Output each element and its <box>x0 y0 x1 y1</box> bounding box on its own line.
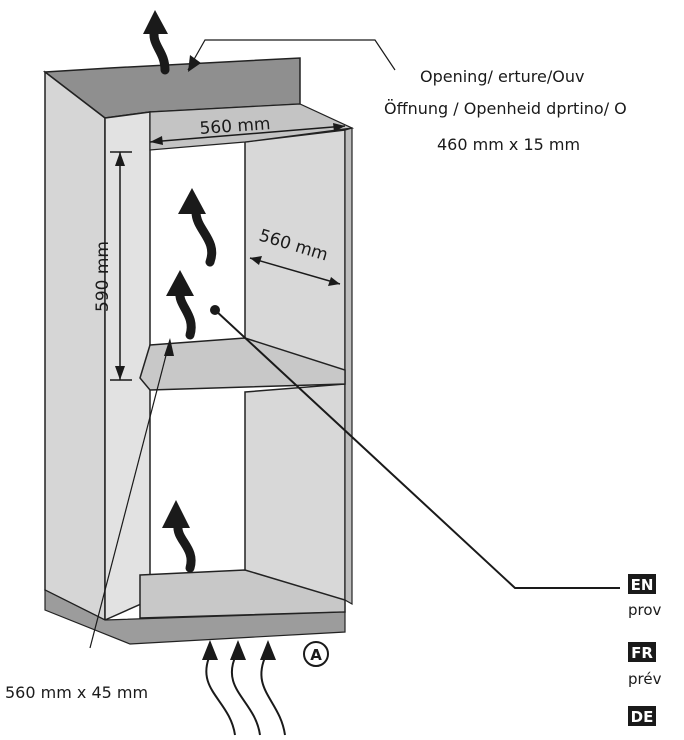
height-dimension: 590 mm <box>93 151 132 381</box>
cabinet-right-edge <box>344 127 353 606</box>
marker-a: A <box>303 641 329 667</box>
top-opening-leader <box>187 39 396 71</box>
airflow-arrow-lower <box>162 500 196 573</box>
height-dimension-label: 590 mm <box>93 241 113 312</box>
language-badge-de: DE <box>628 706 656 726</box>
bottom-opening-leader <box>89 339 171 649</box>
language-code-fr: FR <box>631 644 653 662</box>
language-badge-fr: FR prév <box>628 642 662 688</box>
language-text-fr: prév <box>628 670 662 688</box>
airflow-arrow-inlet-3 <box>260 640 286 736</box>
language-badge-en: EN prov <box>628 574 662 619</box>
bottom-opening-size: 560 mm x 45 mm <box>5 683 148 702</box>
language-text-en: prov <box>628 601 662 619</box>
cabinet-left-side <box>44 70 106 622</box>
width-dimension-label: 560 mm <box>199 114 271 139</box>
airflow-arrow-top <box>143 10 170 75</box>
airflow-arrow-upper-1 <box>178 188 217 267</box>
top-opening-size: 460 mm x 15 mm <box>437 135 580 154</box>
cabinet-bottom-shelf <box>139 569 346 619</box>
language-code-en: EN <box>631 576 654 594</box>
language-leader <box>210 305 620 589</box>
airflow-arrow-upper-2 <box>166 270 196 340</box>
marker-a-label: A <box>310 646 322 664</box>
airflow-arrow-inlet-2 <box>230 640 261 736</box>
language-code-de: DE <box>631 708 654 726</box>
width-dimension: 560 mm <box>149 114 346 145</box>
airflow-arrow-inlet-1 <box>202 640 236 736</box>
top-opening-text-1: Opening/ erture/Ouv <box>420 67 584 86</box>
cabinet-plinth <box>44 589 346 645</box>
top-opening-text-2: Öffnung / Openheid dprtino/ O <box>384 99 627 118</box>
